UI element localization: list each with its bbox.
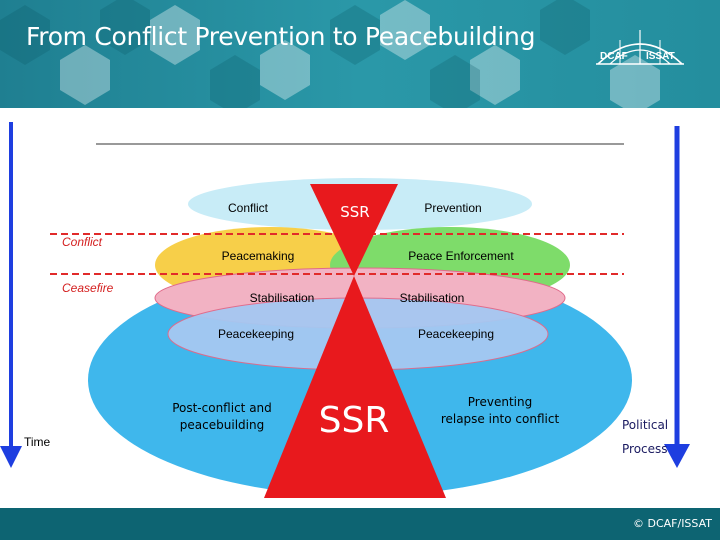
- footer-bar: © DCAF/ISSAT: [0, 508, 720, 540]
- ssr-top-triangle: [310, 184, 398, 276]
- conflict-marker-label: Conflict: [62, 235, 103, 249]
- peacemaking-label: Peacemaking: [222, 249, 295, 263]
- political-label: Political: [622, 418, 668, 432]
- time-label: Time: [24, 435, 51, 449]
- time-arrow-head: [0, 446, 22, 468]
- logo-left-text: DCAF: [600, 51, 628, 62]
- peacekeeping-right-label: Peacekeeping: [418, 327, 494, 341]
- ssr-bottom-triangle: [264, 276, 446, 498]
- logo-right-text: ISSAT: [646, 51, 675, 62]
- post-conflict-line: peacebuilding: [180, 418, 264, 432]
- preventing-relapse-label: Preventing relapse into conflict: [441, 395, 560, 426]
- footer-credit: © DCAF/ISSAT: [632, 517, 712, 530]
- process-arrow-head: [664, 444, 690, 468]
- page-title: From Conflict Prevention to Peacebuildin…: [26, 22, 536, 51]
- dcaf-issat-logo: DCAF ISSAT: [596, 30, 684, 65]
- post-conflict-label: Post-conflict and peacebuilding: [172, 401, 272, 432]
- header-pattern: DCAF ISSAT: [0, 0, 720, 108]
- process-label: Process: [622, 442, 668, 456]
- header-banner: DCAF ISSAT From Conflict Prevention to P…: [0, 0, 720, 108]
- preventing-relapse-line: Preventing: [468, 395, 532, 409]
- ceasefire-marker-label: Ceasefire: [62, 281, 114, 295]
- top-left-label: Conflict: [228, 201, 269, 215]
- ssr-bottom-label: SSR: [319, 400, 390, 441]
- peace-diagram: Conflict SSR Prevention Peacemaking Peac…: [0, 122, 690, 498]
- top-right-label: Prevention: [424, 201, 481, 215]
- ssr-top-label: SSR: [340, 203, 369, 221]
- stabilisation-left-label: Stabilisation: [250, 291, 315, 305]
- preventing-relapse-line: relapse into conflict: [441, 412, 560, 426]
- peace-enforcement-label: Peace Enforcement: [408, 249, 514, 263]
- peacekeeping-left-label: Peacekeeping: [218, 327, 294, 341]
- post-conflict-line: Post-conflict and: [172, 401, 272, 415]
- stabilisation-right-label: Stabilisation: [400, 291, 465, 305]
